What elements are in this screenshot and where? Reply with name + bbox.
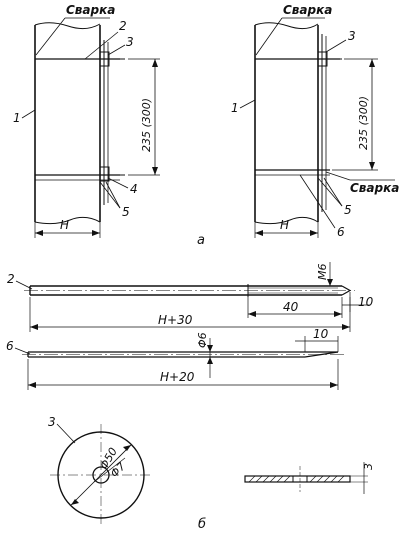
dim-width-left: H <box>60 218 69 232</box>
dim-total-rod6: H+20 <box>160 370 195 384</box>
caption-b: б <box>198 517 206 532</box>
callout-3-left: 3 <box>126 35 134 49</box>
callout-3-right: 3 <box>348 29 356 43</box>
weld-label-left: Сварка <box>66 3 115 17</box>
callout-6-rod: 6 <box>6 339 14 353</box>
dim-tip-rod6: 10 <box>313 327 329 341</box>
callout-5-left: 5 <box>122 205 130 219</box>
weld-label-right-top: Сварка <box>283 3 332 17</box>
callout-2-rod: 2 <box>7 272 15 286</box>
callout-2-left: 2 <box>119 19 127 33</box>
assembly-right: Сварка Сварка 1 3 5 6 235 (300) H <box>231 3 399 239</box>
callout-1-right: 1 <box>231 101 239 115</box>
detail-3-washer: 3 Φ50 Φ7 <box>48 415 375 526</box>
weld-label-right-side: Сварка <box>350 181 399 195</box>
thickness-label: 3 <box>362 463 375 470</box>
callout-4-left: 4 <box>130 182 138 196</box>
detail-2-rod: 2 M6 40 10 H+30 <box>7 262 374 332</box>
callout-3-washer: 3 <box>48 415 56 429</box>
callout-5-right: 5 <box>344 203 352 217</box>
washer-section <box>244 475 351 483</box>
callout-6-right: 6 <box>337 225 345 239</box>
dim-thread-length: 40 <box>283 300 299 314</box>
callout-1-left: 1 <box>13 111 21 125</box>
diameter-label-rod6: Φ6 <box>196 332 209 348</box>
dim-tip-rod: 10 <box>358 295 374 309</box>
dim-vertical-left: 235 (300) <box>140 98 153 152</box>
dim-vertical-right: 235 (300) <box>357 96 370 150</box>
detail-6-rod: 6 Φ6 10 H+20 <box>6 327 345 390</box>
dim-width-right: H <box>280 218 289 232</box>
caption-a: а <box>197 233 205 248</box>
thread-label: M6 <box>316 264 329 281</box>
assembly-left: Сварка 1 2 3 4 5 235 (300) H <box>13 3 160 238</box>
dim-total-rod: H+30 <box>158 313 193 327</box>
